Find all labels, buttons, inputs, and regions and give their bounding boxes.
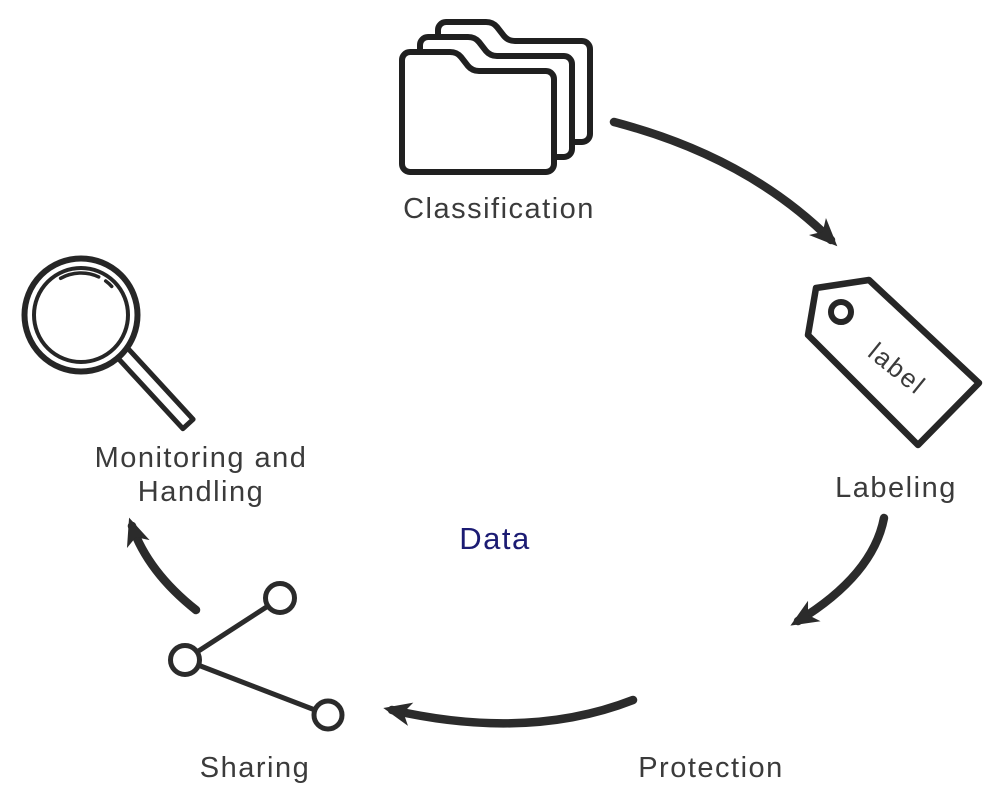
stage-label-monitoring-and-handling: Monitoring and Handling (41, 441, 361, 509)
tag-outline (804, 276, 983, 449)
arrow-classification-to-labeling (609, 117, 838, 247)
share-node-top (263, 581, 297, 615)
magnifier-highlight (58, 271, 114, 289)
arrow-labeling-to-protection (790, 513, 889, 626)
share-link-top (195, 603, 270, 655)
magnifier-lens-outer (21, 255, 141, 375)
folder-front (399, 49, 557, 175)
share-link-bottom (197, 662, 316, 713)
monitoring-label-line2: Handling (137, 476, 265, 508)
flow-arrows (126, 117, 889, 728)
monitoring-label-line1: Monitoring and (94, 442, 308, 474)
tag-hole (828, 299, 854, 325)
arrow-protection-to-sharing (383, 695, 638, 728)
share-node-bottom (311, 698, 345, 732)
stage-label-labeling: Labeling (835, 472, 957, 504)
share-node-hub (168, 643, 202, 677)
magnifier-lens-inner (32, 266, 130, 364)
center-data-label: Data (459, 521, 531, 556)
stage-label-protection: Protection (638, 752, 784, 784)
arrow-sharing-to-monitoring (126, 517, 201, 615)
folders-icon (399, 19, 593, 175)
magnifying-glass-icon (21, 255, 196, 432)
magnifier-handle (110, 340, 196, 432)
tag-icon (804, 276, 983, 449)
share-network-icon (168, 581, 345, 732)
stage-label-classification: Classification (403, 193, 595, 225)
stage-label-sharing: Sharing (199, 752, 311, 784)
